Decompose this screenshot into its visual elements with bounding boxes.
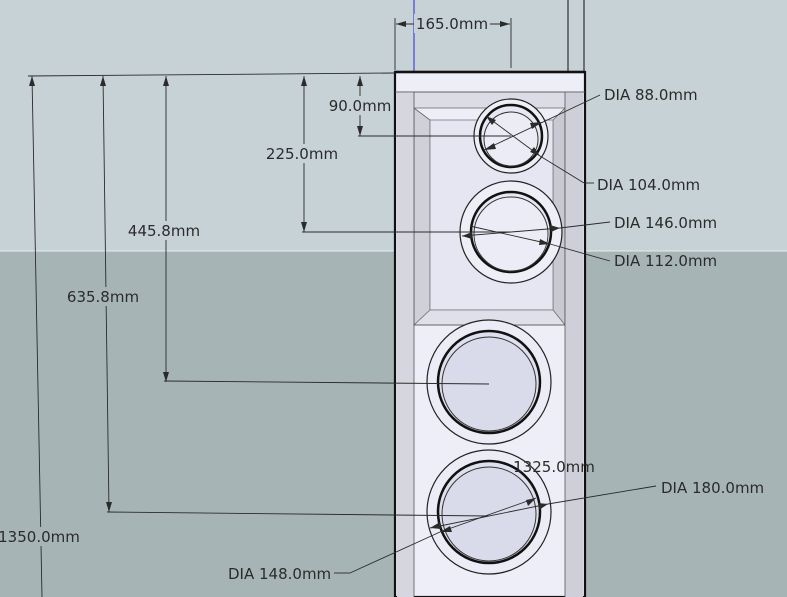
- cabinet-left-wall: [413, 107, 431, 326]
- dia-woofer[interactable]: DIA 180.0mm DIA 148.0mm: [228, 479, 764, 583]
- dia-tweeter[interactable]: DIA 88.0mm DIA 104.0mm: [483, 86, 700, 194]
- dim-1350[interactable]: 1350.0mm: [0, 75, 80, 597]
- woofer-upper[interactable]: [426, 319, 552, 445]
- dia-tweeter-outer-label: DIA 104.0mm: [597, 176, 700, 194]
- dia-woofer-inner-label: DIA 148.0mm: [228, 565, 331, 583]
- dim-635[interactable]: 635.8mm: [66, 75, 490, 517]
- dim-225-label: 225.0mm: [266, 145, 338, 163]
- tweeter[interactable]: [473, 98, 549, 174]
- dim-width-label: 165.0mm: [416, 15, 488, 33]
- tweeter-cone: [483, 111, 539, 167]
- dia-tweeter-inner-label: DIA 88.0mm: [604, 86, 698, 104]
- woofer-lower[interactable]: [426, 449, 552, 575]
- sky: [0, 0, 787, 251]
- cabinet-right-shade: [565, 92, 583, 597]
- dim-445-label: 445.8mm: [128, 222, 200, 240]
- dim-90[interactable]: 90.0mm: [328, 76, 511, 137]
- dim-1350-label: 1350.0mm: [0, 528, 80, 546]
- dia-woofer-outer-label: DIA 180.0mm: [661, 479, 764, 497]
- dia-midrange-inner-label: DIA 112.0mm: [614, 252, 717, 270]
- dim-depth[interactable]: 1325.0mm: [513, 458, 595, 476]
- dim-445[interactable]: 445.8mm: [128, 76, 490, 385]
- dim-width[interactable]: 165.0mm: [394, 14, 512, 70]
- dim-90-label: 90.0mm: [329, 97, 392, 115]
- dia-midrange[interactable]: DIA 146.0mm DIA 112.0mm: [461, 214, 717, 270]
- cabinet-left-shade: [397, 92, 414, 597]
- dimension-annotations: 165.0mm 90.0mm 225.0mm: [0, 14, 764, 597]
- dim-225[interactable]: 225.0mm: [266, 76, 511, 233]
- woofer-lower-cone: [441, 466, 537, 562]
- dia-midrange-outer-label: DIA 146.0mm: [614, 214, 717, 232]
- dim-depth-label: 1325.0mm: [513, 458, 595, 476]
- midrange-cone: [473, 196, 549, 272]
- ground: [0, 251, 787, 597]
- dim-635-label: 635.8mm: [67, 288, 139, 306]
